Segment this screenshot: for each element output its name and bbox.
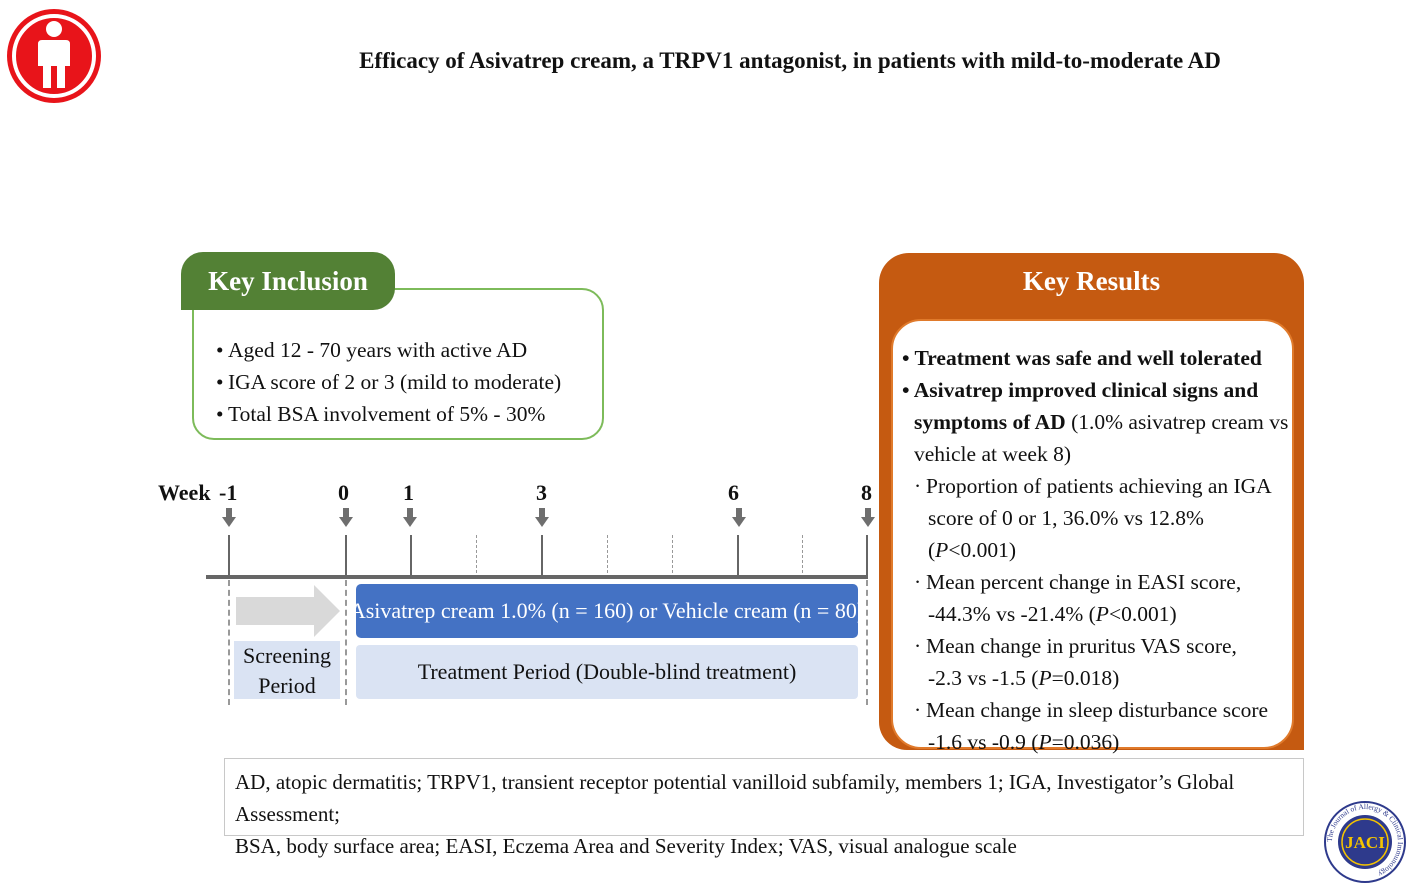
result-subitem-cont: -44.3% vs -21.4% (P<0.001)	[928, 602, 1177, 626]
week-tick-label: 8	[861, 480, 872, 505]
result-subitem: ·Mean change in sleep disturbance score	[914, 698, 1269, 722]
inclusion-item: •IGA score of 2 or 3 (mild to moderate)	[216, 370, 562, 394]
period-divider	[345, 580, 347, 705]
minor-week-tick	[802, 535, 803, 578]
inclusion-item: •Aged 12 - 70 years with active AD	[216, 338, 528, 362]
jaci-seal-logo: The Journal of Allergy & Clinical Immuno…	[1324, 801, 1406, 883]
week-tick	[228, 535, 230, 578]
week-tick	[541, 535, 543, 578]
week-tick-label: -1	[219, 480, 238, 505]
inclusion-item: •Total BSA involvement of 5% - 30%	[216, 402, 546, 426]
week-tick-label: 0	[338, 480, 349, 505]
key-results-text: • Treatment was safe and well tolerated …	[902, 342, 1294, 758]
minor-week-tick	[476, 535, 477, 578]
minor-week-tick	[607, 535, 608, 578]
figure-title: Efficacy of Asivatrep cream, a TRPV1 ant…	[359, 48, 1221, 73]
down-arrow-icon	[403, 508, 417, 527]
person-icon	[7, 9, 101, 103]
result-bullet-cont: symptoms of AD (1.0% asivatrep cream vs	[914, 410, 1289, 434]
week-tick-label: 6	[728, 480, 739, 505]
screening-period-box: Screening Period	[234, 641, 340, 699]
result-subitem: ·Proportion of patients achieving an IGA	[914, 474, 1272, 498]
week-tick	[866, 535, 868, 578]
key-inclusion-panel	[192, 288, 604, 440]
key-inclusion-list: •Aged 12 - 70 years with active AD •IGA …	[216, 334, 561, 430]
down-arrow-icon	[535, 508, 549, 527]
result-bullet: • Treatment was safe and well tolerated	[902, 346, 1262, 370]
screening-label: Period	[258, 673, 316, 698]
week-tick	[410, 535, 412, 578]
footnote-line: BSA, body surface area; EASI, Eczema Are…	[235, 834, 1017, 858]
week-tick-label: 3	[536, 480, 547, 505]
treatment-period-box: Treatment Period (Double-blind treatment…	[356, 645, 858, 699]
down-arrow-icon	[732, 508, 746, 527]
down-arrow-icon	[861, 508, 875, 527]
result-bullet: • Asivatrep improved clinical signs and	[902, 378, 1259, 402]
week-tick	[345, 535, 347, 578]
result-subitem-cont: -2.3 vs -1.5 (P=0.018)	[928, 666, 1120, 690]
result-subitem: ·Mean change in pruritus VAS score,	[914, 634, 1237, 658]
key-results-content-box	[891, 319, 1294, 749]
abbreviations-footnote: AD, atopic dermatitis; TRPV1, transient …	[224, 758, 1304, 858]
result-subitem-cont: -1.6 vs -0.9 (P=0.036)	[928, 730, 1120, 754]
minor-week-tick	[672, 535, 673, 578]
result-subitem: ·Mean percent change in EASI score,	[914, 570, 1242, 594]
week-label: Week	[158, 480, 211, 505]
down-arrow-icon	[339, 508, 353, 527]
screening-arrow-icon	[236, 585, 340, 637]
week-tick	[737, 535, 739, 578]
key-inclusion-heading: Key Inclusion	[181, 252, 395, 310]
week-tick-label: 1	[403, 480, 414, 505]
result-subitem-cont: score of 0 or 1, 36.0% vs 12.8% (P<0.001…	[928, 506, 1204, 562]
logo-text: JACI	[1345, 833, 1385, 852]
period-divider	[228, 580, 230, 705]
result-bullet-cont: vehicle at week 8)	[914, 442, 1071, 466]
timeline-axis	[206, 575, 868, 579]
key-results-heading: Key Results	[1022, 266, 1161, 296]
period-divider	[866, 580, 868, 705]
down-arrow-icon	[222, 508, 236, 527]
footnote-line: AD, atopic dermatitis; TRPV1, transient …	[235, 770, 1235, 826]
treatment-arms-bar: Asivatrep cream 1.0% (n = 160) or Vehicl…	[350, 584, 864, 638]
screening-label: Screening	[243, 643, 331, 668]
